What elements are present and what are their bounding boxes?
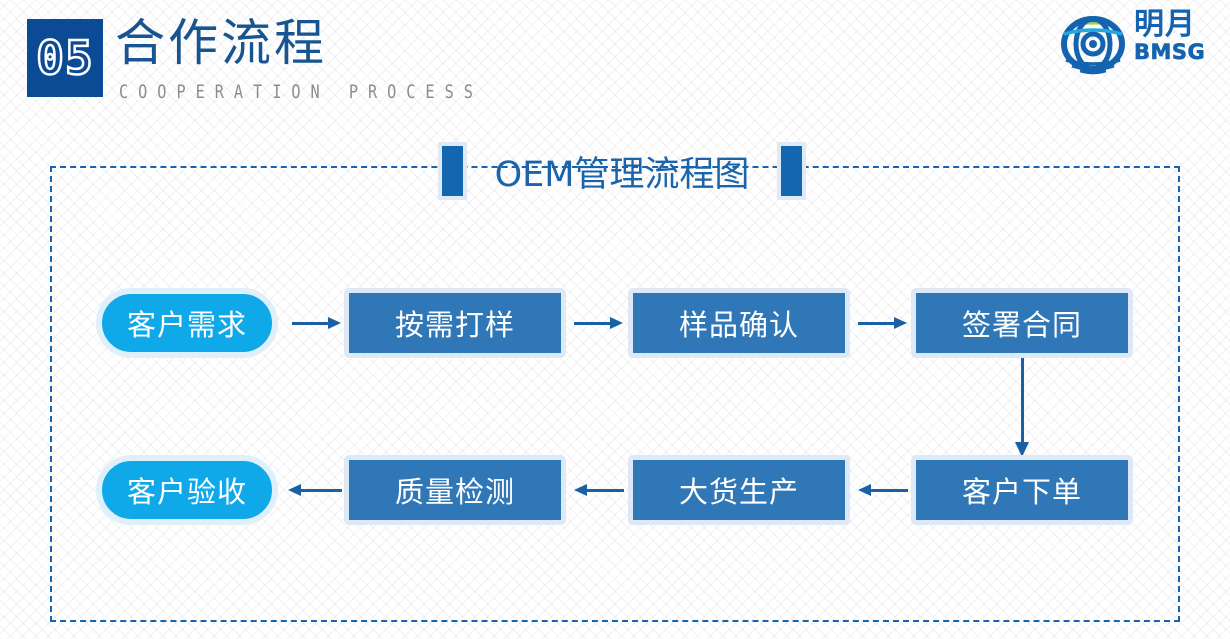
flow-node-bulk-production[interactable]: 大货生产 bbox=[628, 455, 850, 525]
page-title: 合作流程 bbox=[115, 14, 327, 72]
brand-name-en: BMSG bbox=[1134, 40, 1206, 65]
page-subtitle: COOPERATION PROCESS bbox=[119, 81, 483, 103]
flow-node-sign-contract[interactable]: 签署合同 bbox=[911, 288, 1133, 358]
flow-node-label: 客户需求 bbox=[126, 308, 247, 342]
title-accent-bar-right bbox=[781, 146, 803, 196]
connector-n3-n4 bbox=[858, 317, 908, 329]
title-accent-bar-left bbox=[441, 146, 463, 196]
section-number-badge: 05 bbox=[27, 19, 103, 97]
brand-name-cn: 明月 bbox=[1134, 7, 1196, 42]
connector-n6-n7 bbox=[574, 484, 624, 496]
flow-node-label: 客户验收 bbox=[126, 475, 247, 509]
flow-node-customer-acceptance[interactable]: 客户验收 bbox=[96, 455, 278, 525]
brand-logo: 明月 BMSG bbox=[1056, 6, 1216, 78]
flow-node-sample-confirm[interactable]: 样品确认 bbox=[628, 288, 850, 358]
section-number-text: 05 bbox=[35, 31, 94, 85]
connector-n2-n3 bbox=[574, 317, 624, 329]
flow-node-label: 样品确认 bbox=[678, 308, 799, 342]
connector-n7-n8 bbox=[288, 484, 342, 496]
globe-waves-logo-icon bbox=[1056, 8, 1130, 76]
flow-node-label: 质量检测 bbox=[394, 475, 515, 509]
diagram-frame bbox=[50, 166, 1180, 622]
connector-n5-n6 bbox=[858, 484, 908, 496]
flow-node-customer-requirement[interactable]: 客户需求 bbox=[96, 288, 278, 358]
diagram-title-row: OEM管理流程图 bbox=[412, 145, 832, 197]
diagram-title: OEM管理流程图 bbox=[494, 154, 750, 195]
slide-header: 05 合作流程 COOPERATION PROCESS bbox=[0, 0, 1230, 120]
flow-node-customer-order[interactable]: 客户下单 bbox=[911, 455, 1133, 525]
flow-node-sampling[interactable]: 按需打样 bbox=[344, 288, 566, 358]
flow-node-label: 按需打样 bbox=[394, 308, 515, 342]
flow-node-quality-inspection[interactable]: 质量检测 bbox=[344, 455, 566, 525]
connector-n1-n2 bbox=[292, 317, 342, 329]
flow-node-label: 客户下单 bbox=[961, 475, 1082, 509]
flow-node-label: 大货生产 bbox=[678, 475, 799, 509]
connector-n4-n5 bbox=[1015, 358, 1029, 457]
brand-logo-text: 明月 BMSG bbox=[1134, 10, 1216, 74]
flow-node-label: 签署合同 bbox=[961, 308, 1082, 342]
